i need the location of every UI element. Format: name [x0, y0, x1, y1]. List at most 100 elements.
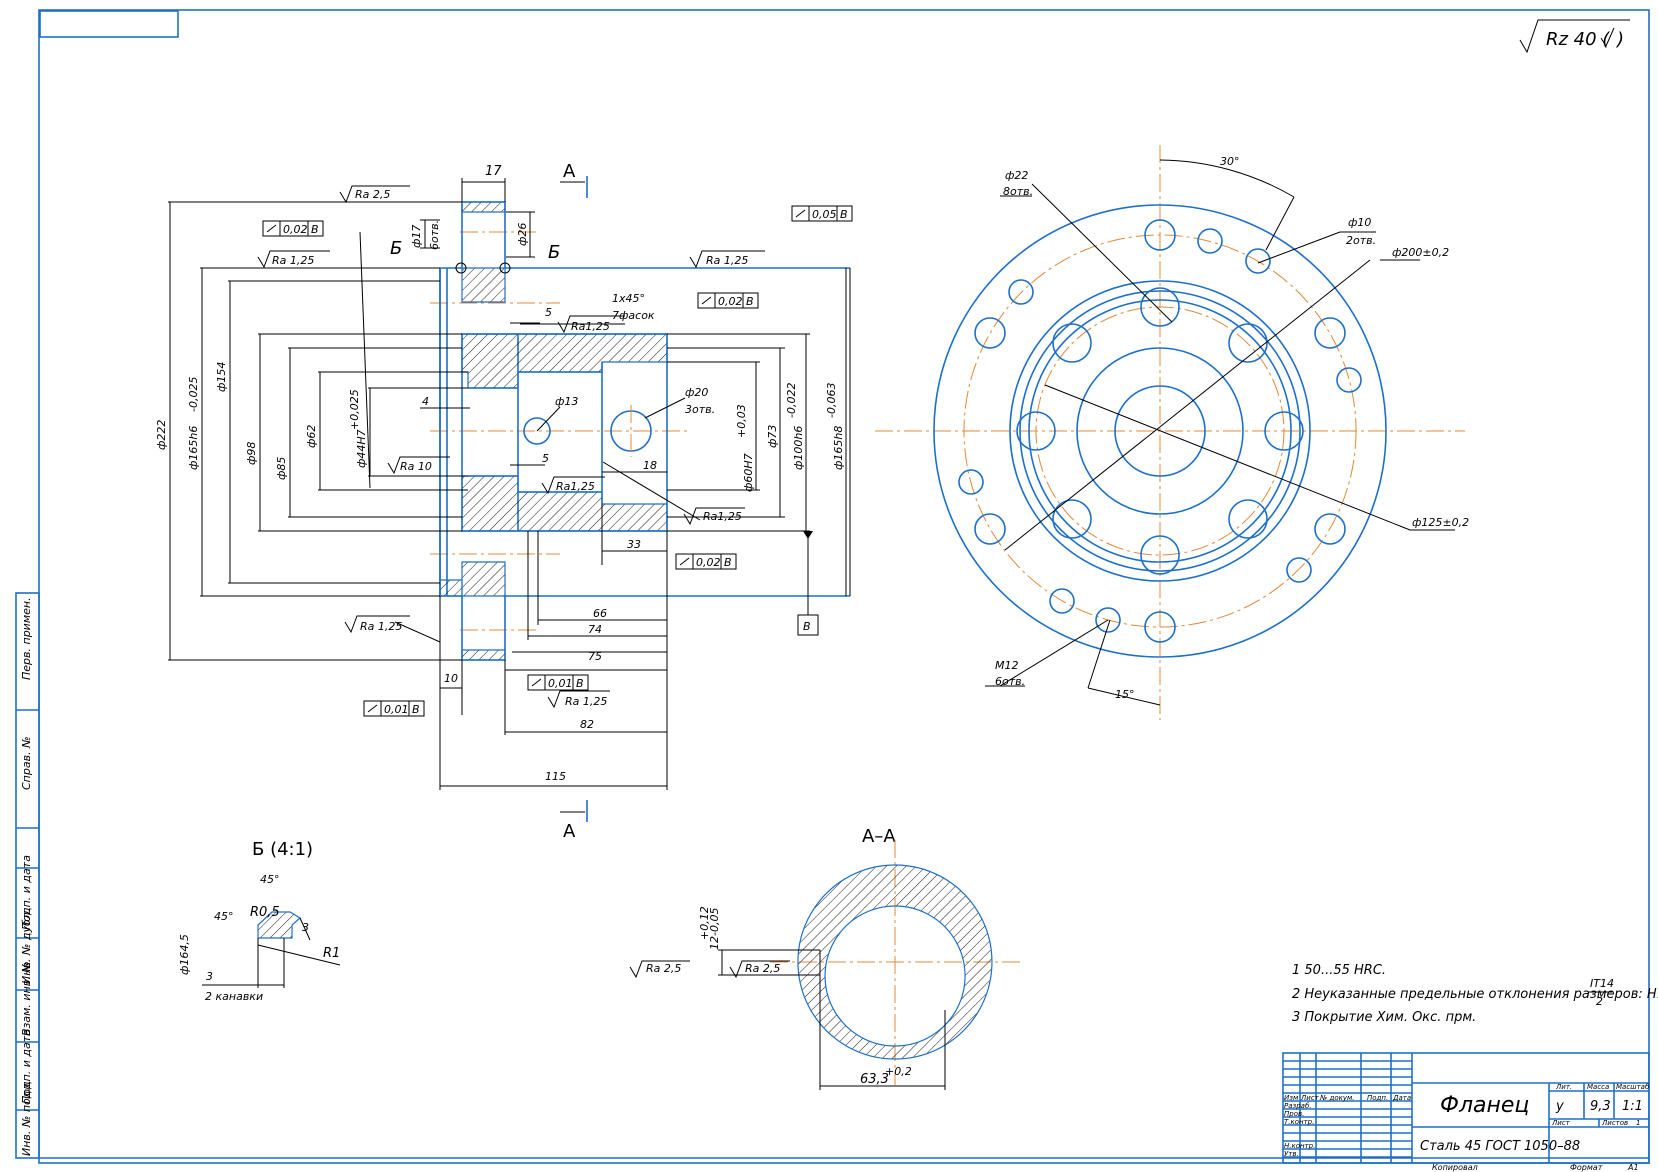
sheet-frame [38, 9, 1650, 1164]
dim-d60: ф60H7 [742, 453, 755, 492]
dim-d44: ф44H7 [355, 429, 368, 468]
dim-d200: ф200±0,2 [1392, 246, 1449, 259]
dim-63-tol: +0,2 [885, 1065, 912, 1078]
col-header: Дата [1392, 1094, 1411, 1102]
dim-d62: ф62 [305, 425, 318, 448]
angle-15: 15° [1115, 688, 1135, 701]
roughness-text: Rz 40 ( [1546, 29, 1610, 50]
stamp-label: Подп. и дата [20, 1029, 33, 1104]
detail-mark-b: Б [548, 242, 560, 263]
radius-r05: R0,5 [250, 905, 280, 920]
thread-m12: М12 [995, 659, 1019, 672]
tolerance-value: 0,01 [384, 703, 409, 716]
tolerance-frame: 0,02 В [697, 292, 759, 309]
col-header: Подп. [1367, 1094, 1388, 1102]
col-header: № докум. [1319, 1094, 1355, 1102]
sheets-value: 1 [1636, 1119, 1640, 1127]
roughness-ra125: Ra1,25 [703, 510, 742, 523]
chamfer-size: 1x45° [612, 292, 645, 305]
dim-18: 18 [643, 459, 657, 472]
dim-d165-tol: -0,025 [187, 377, 200, 412]
dim-3: 3 [206, 970, 213, 983]
dim-d100-tol: -0,022 [785, 383, 798, 418]
technical-notes: 1 50...55 HRC. 2 Неуказанные предельные … [1292, 963, 1658, 1025]
sheet-label: Лист [1551, 1119, 1571, 1127]
section-title: А–А [862, 826, 896, 847]
main-view-labels: 17 A A Б Б ф222 ф165h6 -0,025 ф154 ф98 ф… [155, 161, 853, 842]
scale-label: Масштаб [1616, 1083, 1650, 1091]
dim-d165b: ф165h8 [832, 426, 845, 470]
lit-label: Лит. [1555, 1083, 1572, 1091]
section-label-a: A [563, 821, 576, 842]
dim-d154: ф154 [215, 362, 228, 392]
datum-marker: В [797, 531, 819, 636]
dim-66: 66 [593, 607, 607, 620]
angle-45: 45° [214, 910, 234, 923]
note-line: 2 Неуказанные предельные отклонения разм… [1292, 987, 1658, 1002]
stamp-label: Перв. примен. [20, 597, 33, 680]
dim-d125: ф125±0,2 [1412, 516, 1469, 529]
stamp-label: Инв. № подл. [20, 1080, 33, 1156]
roughness-ra125: Ra1,25 [556, 480, 595, 493]
general-roughness: Rz 40 ( ) [1519, 19, 1630, 54]
scale-value: 1:1 [1622, 1099, 1643, 1114]
section-aa: А–А Ra 2,5 Ra 2,5 +0,12 12-0,05 63,3 +0,… [629, 826, 1020, 1090]
angle-30: 30° [1220, 155, 1240, 168]
row-label: Т.контр. [1284, 1118, 1314, 1126]
tolerance-base: В [311, 223, 319, 236]
sheets-label: Листов [1601, 1119, 1628, 1127]
roughness-tail: ) [1615, 29, 1624, 50]
tolerance-base: В [412, 703, 420, 716]
dim-d17-holes: 6отв. [428, 220, 441, 250]
tolerance-frame: 0,01 В [363, 700, 425, 717]
tolerance-value: 0,01 [548, 677, 573, 690]
title-block: Изм Лист № докум. Подп. Дата Разраб. Про… [1282, 1052, 1650, 1172]
dim-74: 74 [588, 623, 602, 636]
material: Сталь 45 ГОСТ 1050–88 [1420, 1139, 1580, 1154]
chamfer-count: 7фасок [612, 309, 655, 322]
tol-lower: 12-0,05 [708, 908, 721, 950]
angle-45: 45° [260, 873, 280, 886]
stamp-label: Инв. № дубл. [20, 909, 33, 984]
tolerance-frame: 0,02 В [675, 553, 737, 570]
front-view: ф22 8отв. ф10 2отв. ф200±0,2 ф125±0,2 30… [875, 145, 1469, 720]
dim-75: 75 [588, 650, 602, 663]
dim-33: 33 [627, 538, 641, 551]
detail-title: Б (4:1) [252, 839, 313, 860]
grooves-note: 2 канавки [205, 990, 263, 1003]
format-label: Формат [1570, 1163, 1603, 1172]
note-fraction-den: 2 [1596, 995, 1603, 1008]
copied-label: Копировал [1432, 1163, 1478, 1172]
main-view [168, 178, 851, 790]
dim-d164: ф164,5 [178, 934, 191, 975]
roughness-ra125: Ra 1,25 [360, 620, 402, 633]
tolerance-value: 0,02 [696, 556, 721, 569]
roughness-ra25: Ra 2,5 [646, 962, 681, 975]
tolerance-value: 0,05 [812, 208, 837, 221]
radius-r1: R1 [323, 946, 340, 961]
tolerance-frame: 0,05 В [791, 205, 853, 222]
detail-mark-b: Б [390, 238, 402, 259]
section-label-a: A [563, 161, 576, 182]
roughness-ra25: Ra 2,5 [745, 962, 780, 975]
dim-10: 10 [444, 672, 458, 685]
dim-d13: ф13 [555, 395, 578, 408]
row-label: Разраб. [1284, 1102, 1312, 1110]
side-stamp: Перв. примен. Справ. № Подп. и дата Инв.… [15, 592, 40, 1159]
tolerance-frame: 0,02 В [262, 220, 324, 237]
row-label: Н.контр. [1284, 1142, 1315, 1150]
dim-5: 5 [542, 452, 549, 465]
note-line: 3 Покрытие Хим. Окс. прм. [1292, 1010, 1476, 1025]
dim-4: 4 [422, 395, 429, 408]
dim-d85: ф85 [275, 457, 288, 480]
dim-d20: ф20 [685, 386, 708, 399]
dim-d10-holes: 2отв. [1346, 234, 1376, 247]
tolerance-base: В [724, 556, 732, 569]
dim-d17: ф17 [410, 225, 423, 248]
format-value: А1 [1627, 1163, 1639, 1172]
note-line: 1 50...55 HRC. [1292, 963, 1386, 978]
tol-upper: +0,12 [698, 906, 711, 940]
dim-d165: ф165h6 [187, 426, 200, 470]
roughness-ra125: Ra1,25 [571, 320, 610, 333]
